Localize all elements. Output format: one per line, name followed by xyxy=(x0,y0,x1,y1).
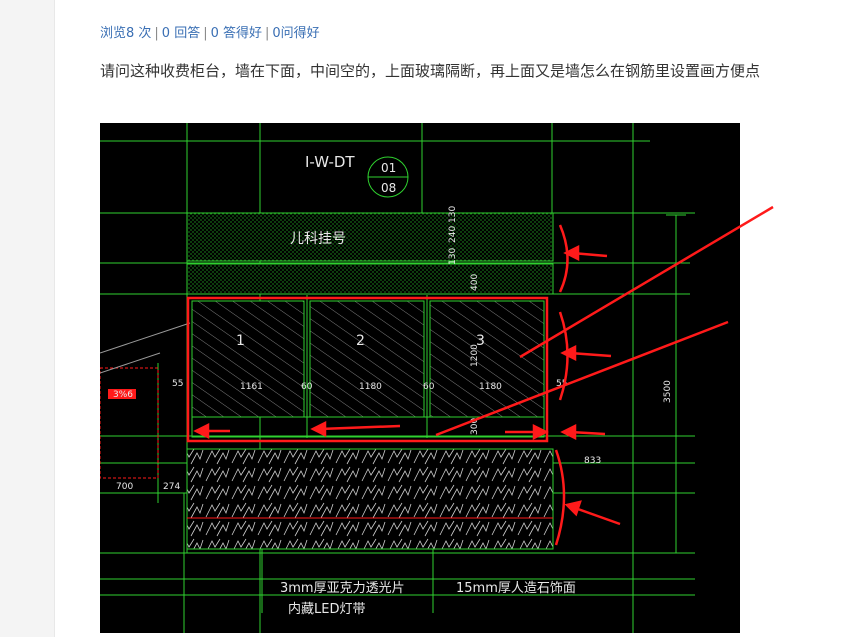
note-acrylic: 3mm厚亚克力透光片 xyxy=(280,581,405,596)
panel-label-2: 2 xyxy=(356,333,365,349)
dim-55-left: 55 xyxy=(172,379,183,389)
glass-panels xyxy=(191,295,545,438)
dim-400: 400 xyxy=(470,274,480,291)
signage-text: 儿科挂号 xyxy=(290,231,346,247)
question-stats: 浏览8 次|0 回答|0 答得好|0问得好 xyxy=(100,22,320,41)
dim-1180-b: 1180 xyxy=(479,382,502,392)
dim-60-a: 60 xyxy=(301,382,313,392)
dim-300: 300 xyxy=(470,418,480,435)
upper-wall-band xyxy=(186,263,554,295)
dim-700: 700 xyxy=(116,482,133,492)
stats-separator: | xyxy=(265,26,270,41)
panel-label-1: 1 xyxy=(236,333,245,349)
cad-drawing-image: 儿科挂号 I-W-DT 01 08 1 2 3 3500 xyxy=(100,123,740,633)
dim-60-b: 60 xyxy=(423,382,435,392)
stats-separator: | xyxy=(203,26,208,41)
good-answers-link[interactable]: 0 答得好 xyxy=(210,26,262,41)
dim-55-right: 55 xyxy=(556,379,567,389)
views-count: 浏览8 次 xyxy=(100,26,152,41)
cad-drawing-svg: 儿科挂号 I-W-DT 01 08 1 2 3 3500 xyxy=(100,123,695,633)
stone-wall xyxy=(186,448,554,550)
tag-number-bottom: 08 xyxy=(381,181,396,195)
signage-band xyxy=(186,212,554,262)
note-stone: 15mm厚人造石饰面 xyxy=(456,581,576,596)
dim-130-b: 130 xyxy=(448,206,458,223)
tag-code: I-W-DT xyxy=(305,153,355,171)
dim-1161: 1161 xyxy=(240,382,263,392)
dim-130-a: 130 xyxy=(448,248,458,265)
dim-274: 274 xyxy=(163,482,180,492)
dim-3500: 3500 xyxy=(663,380,673,403)
dim-240: 240 xyxy=(448,226,458,243)
note-led: 内藏LED灯带 xyxy=(288,601,365,617)
question-text: 请问这种收费柜台，墙在下面，中间空的，上面玻璃隔断，再上面又是墙怎么在钢筋里设置… xyxy=(100,62,761,80)
dim-833: 833 xyxy=(584,456,601,466)
stats-separator: | xyxy=(154,26,159,41)
answers-link[interactable]: 0 回答 xyxy=(161,26,201,41)
side-elevation-box xyxy=(100,322,191,479)
dim-1200: 1200 xyxy=(470,344,480,367)
good-question-link[interactable]: 0问得好 xyxy=(272,26,320,41)
tag-number-top: 01 xyxy=(381,161,396,175)
side-box-label: 3%6 xyxy=(113,390,133,400)
tag-circle xyxy=(367,156,409,198)
dim-1180-a: 1180 xyxy=(359,382,382,392)
